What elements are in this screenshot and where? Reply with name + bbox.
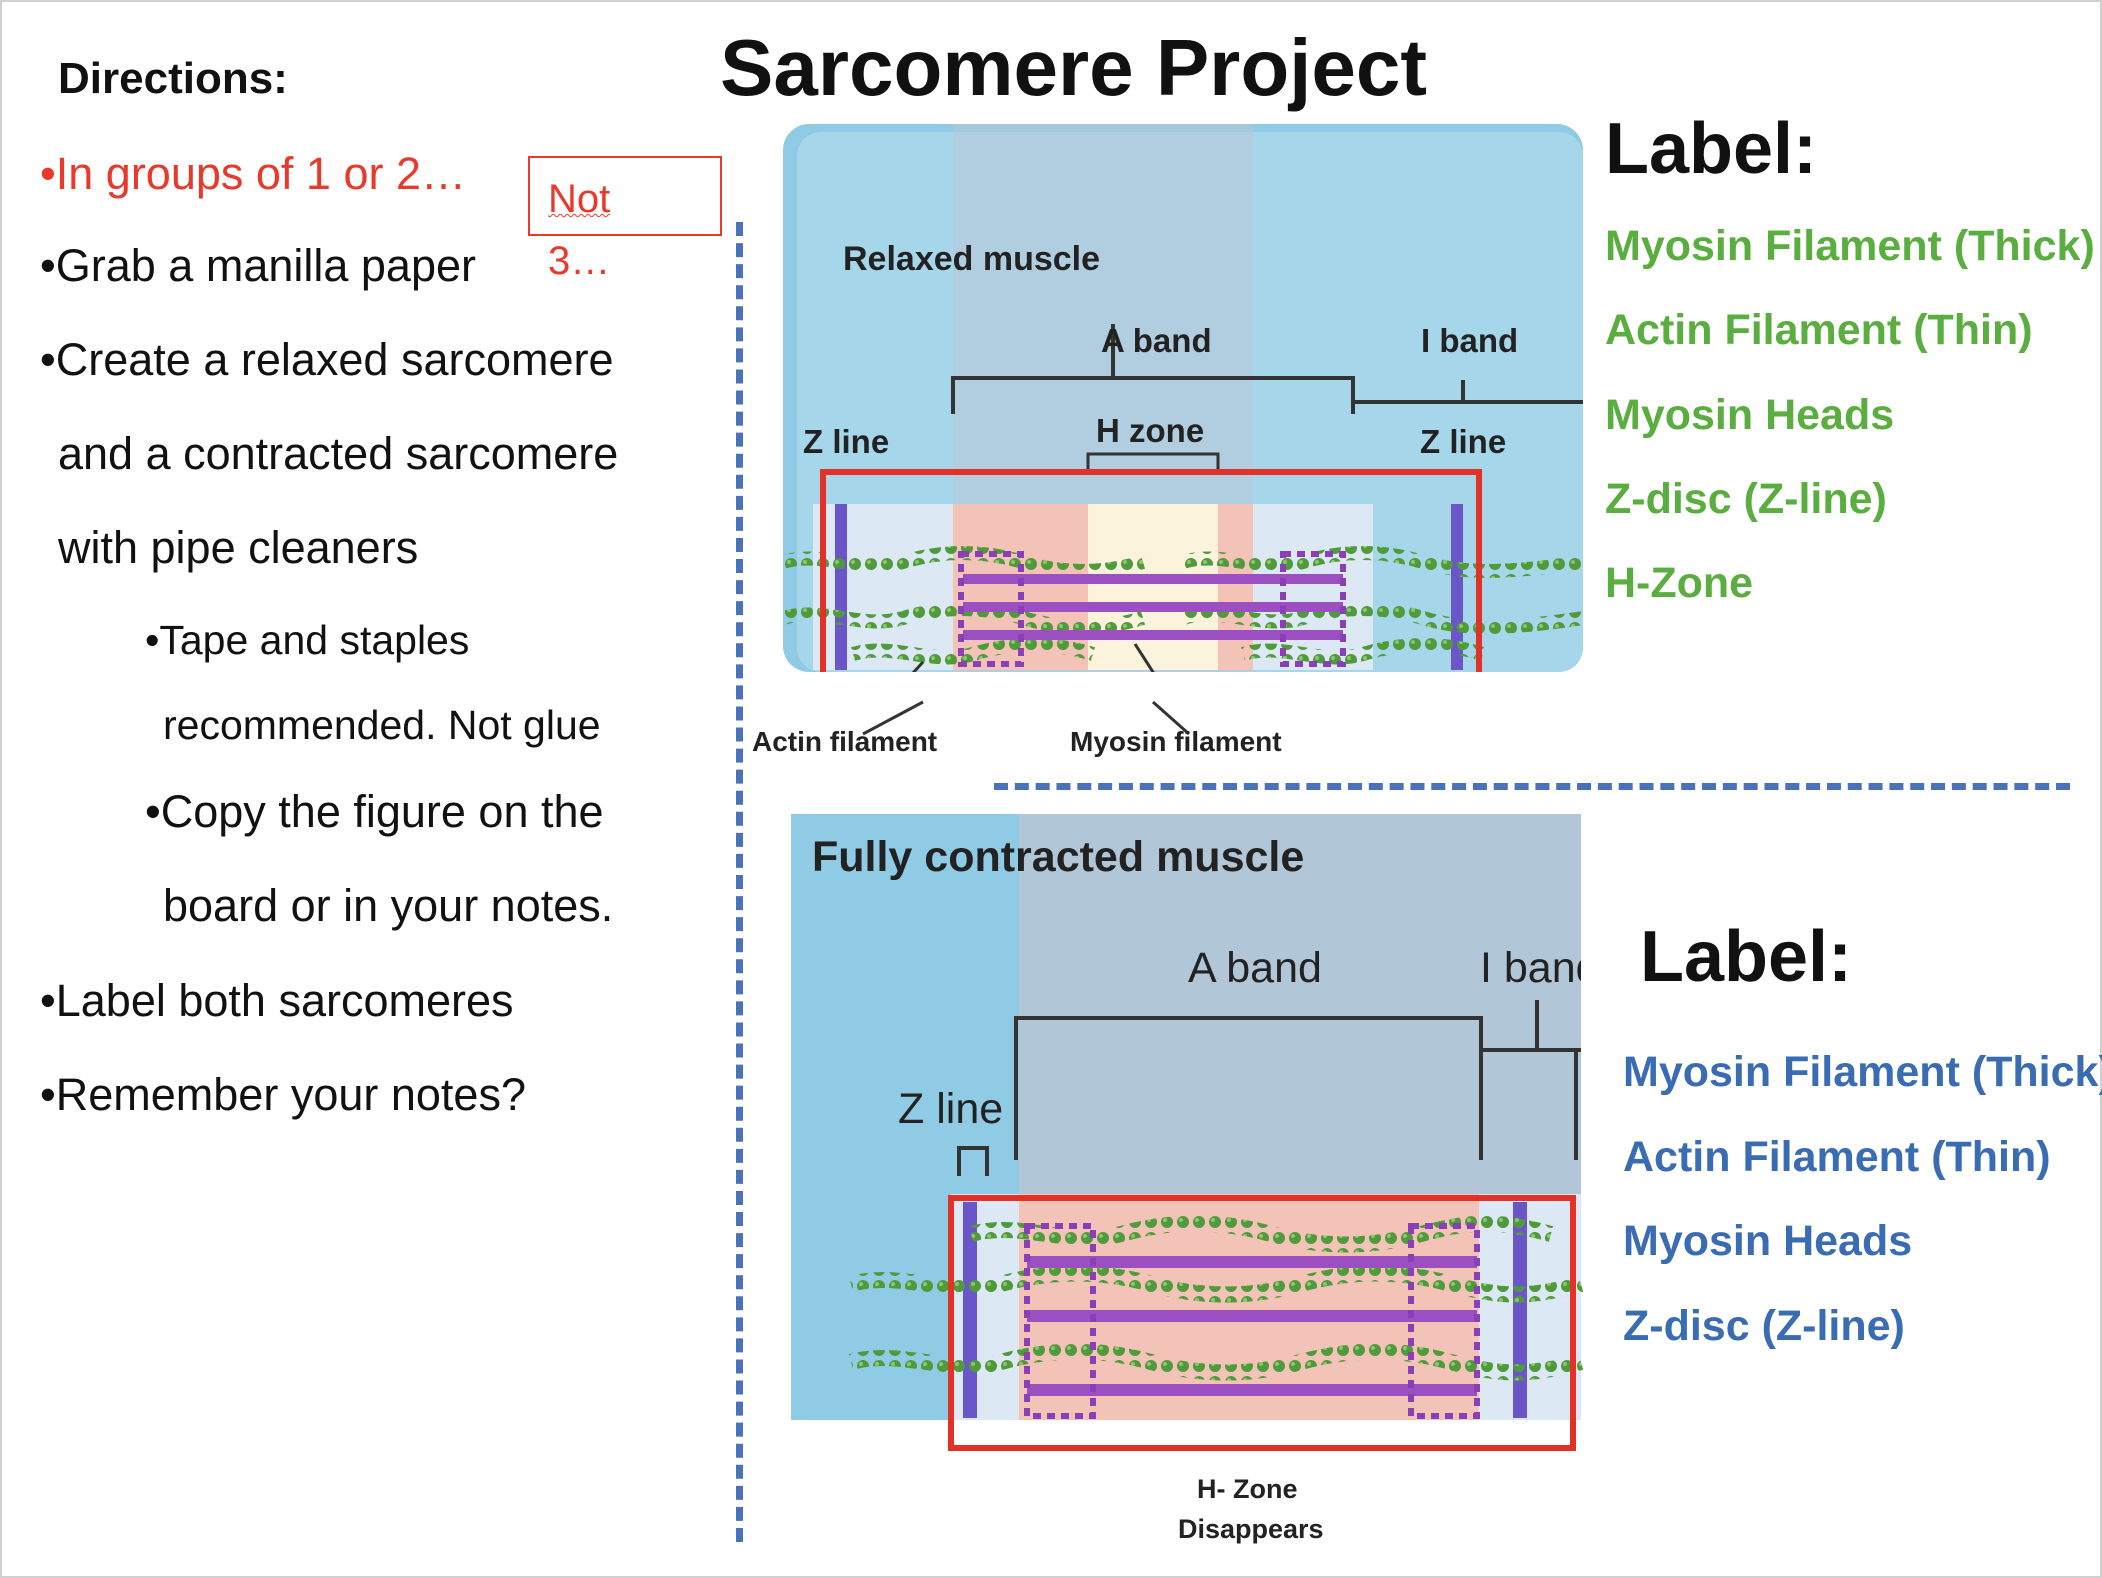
bullet-label: •Label both sarcomeres <box>40 975 514 1026</box>
label-top-myosin-filament: Myosin Filament (Thick) <box>1605 222 2095 270</box>
relaxed-sarcomere-figure <box>783 124 1583 764</box>
bullet-create-cont2: with pipe cleaners <box>58 522 419 573</box>
label-top-z-disc: Z-disc (Z-line) <box>1605 475 1887 523</box>
note-box <box>528 156 722 236</box>
bullet-remember: •Remember your notes? <box>40 1069 526 1120</box>
subbullet-tape: •Tape and staples <box>145 617 470 663</box>
relaxed-h-zone-label: H zone <box>1096 412 1205 449</box>
label-heading-top: Label: <box>1605 109 1818 189</box>
note-text: Not 3… <box>548 168 610 292</box>
directions-heading: Directions: <box>58 54 288 103</box>
h-zone-caption-line2: Disappears <box>1178 1514 1324 1544</box>
contracted-a-band-label: A band <box>1188 944 1322 992</box>
contracted-i-band-label: I band <box>1480 944 1581 992</box>
bullet-create: •Create a relaxed sarcomere <box>40 334 614 385</box>
label-top-h-zone: H-Zone <box>1605 559 1754 607</box>
contracted-z-line-label: Z line <box>898 1085 1004 1133</box>
relaxed-a-band-label: A band <box>1101 322 1212 359</box>
label-top-myosin-heads: Myosin Heads <box>1605 391 1895 439</box>
actin-filament-label: Actin filament <box>752 726 938 757</box>
bullet-groups: •In groups of 1 or 2… <box>40 148 466 199</box>
h-zone-caption-line1: H- Zone <box>1197 1474 1298 1504</box>
label-bottom-myosin-heads: Myosin Heads <box>1623 1217 1913 1265</box>
slide-title: Sarcomere Project <box>720 23 1428 112</box>
relaxed-z-line-right: Z line <box>1420 423 1507 460</box>
relaxed-z-line-left: Z line <box>803 423 890 460</box>
contracted-sarcomere-figure <box>791 814 1584 1451</box>
subbullet-copy-cont: board or in your notes. <box>163 880 614 931</box>
note-line-2: 3… <box>548 239 611 283</box>
contracted-title: Fully contracted muscle <box>812 833 1305 881</box>
relaxed-title: Relaxed muscle <box>843 240 1101 278</box>
label-bottom-z-disc: Z-disc (Z-line) <box>1623 1302 1905 1350</box>
subbullet-copy: •Copy the figure on the <box>145 786 604 837</box>
horizontal-divider <box>994 783 2070 790</box>
subbullet-tape-cont: recommended. Not glue <box>163 702 601 748</box>
vertical-divider <box>736 222 743 1542</box>
relaxed-i-band-label: I band <box>1421 322 1519 359</box>
label-top-actin-filament: Actin Filament (Thin) <box>1605 306 2033 354</box>
label-bottom-actin-filament: Actin Filament (Thin) <box>1623 1133 2051 1181</box>
label-heading-bottom: Label: <box>1640 917 1853 997</box>
bullet-manilla: •Grab a manilla paper <box>40 240 476 291</box>
note-line-1: Not <box>548 177 611 221</box>
bullet-create-cont1: and a contracted sarcomere <box>58 428 619 479</box>
myosin-filament-label: Myosin filament <box>1070 726 1282 757</box>
label-bottom-myosin-filament: Myosin Filament (Thick) <box>1623 1048 2102 1096</box>
